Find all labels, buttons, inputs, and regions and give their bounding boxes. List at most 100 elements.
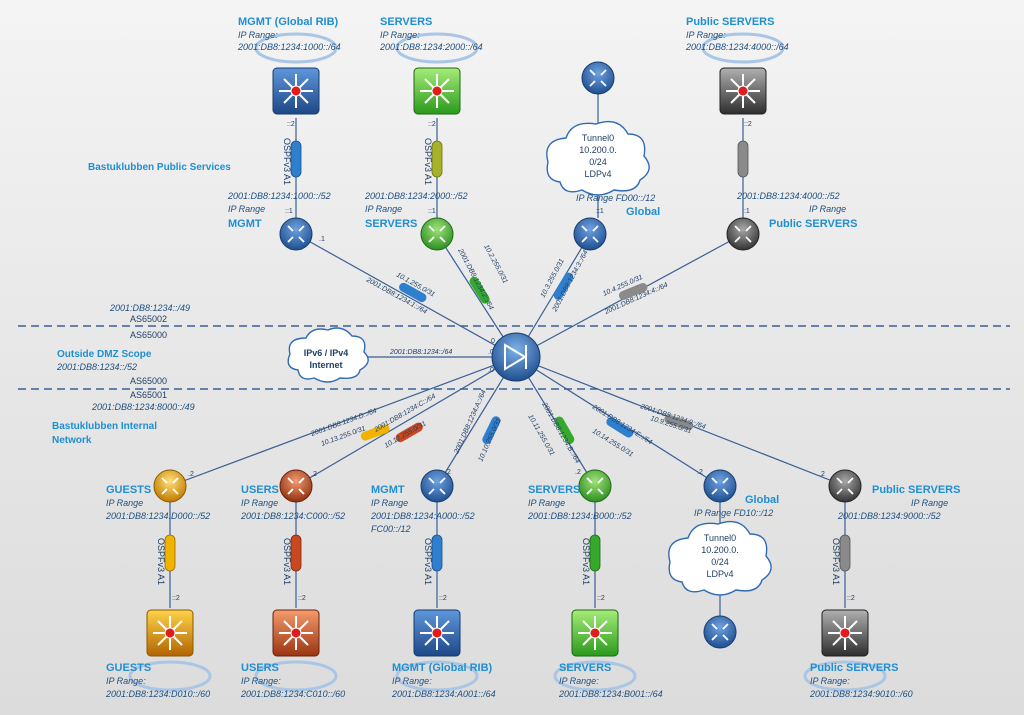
bottom-switch-mgmt-range-label: IP Range: — [392, 676, 432, 686]
top-router-servers-range: 2001:DB8:1234:2000::/52 — [364, 191, 468, 201]
tunnel-bottom-line2: 10.200.0. — [701, 545, 739, 555]
bottom-switch-mgmt-title: MGMT (Global RIB) — [392, 662, 493, 674]
bottom-switch-public-servers[interactable] — [803, 609, 887, 692]
top-switch-servers[interactable] — [395, 32, 479, 115]
bottom-switch-users-range: 2001:DB8:1234:C010::/60 — [240, 689, 345, 699]
bottom-router-guests-range-label: IP Range — [106, 498, 143, 508]
top-router-public-servers[interactable] — [726, 217, 760, 251]
bottom-switch-public-range-label: IP Range: — [810, 676, 850, 686]
core-port-top: .0 — [489, 338, 495, 345]
bottom-router-global-name: Global — [745, 494, 779, 506]
top-router-global-range-label: IP Range FD00::/12 — [576, 193, 655, 203]
bottom-router-mgmt-port-a: .2 — [445, 469, 451, 476]
top-router-public-range: 2001:DB8:1234:4000::/52 — [736, 191, 840, 201]
top-router-mgmt-port-a: ::1 — [285, 208, 293, 215]
tunnel-top-line3: 0/24 — [589, 157, 607, 167]
bottom-switch-mgmt-range: 2001:DB8:1234:A001::/64 — [391, 689, 496, 699]
core-router[interactable] — [491, 332, 541, 382]
bottom-switch-public-range: 2001:DB8:1234:9010::/60 — [809, 689, 913, 699]
bottom-router-servers-v6: 2001:DB8:1234:B::/64 — [540, 401, 581, 465]
bottom-router-global[interactable] — [703, 469, 737, 503]
bottom-switch-mgmt-port: ::2 — [439, 595, 447, 602]
bottom-router-servers-name: SERVERS — [528, 484, 580, 496]
bottom-router-public-port-a: .2 — [819, 471, 825, 478]
bottom-router-guests-port-a: .2 — [188, 471, 194, 478]
top-router-mgmt[interactable] — [279, 217, 313, 251]
bottom-router-public-servers[interactable] — [828, 469, 862, 503]
top-switch-public-port: ::2 — [744, 121, 752, 128]
bottom-switch-users-range-label: IP Range: — [241, 676, 281, 686]
tunnel-bottom-line3: 0/24 — [711, 557, 729, 567]
top-switch-servers-ospf: OSPFv3 A1 — [423, 138, 433, 185]
bottom-router-servers[interactable] — [578, 469, 612, 503]
bottom-router-users-v6: 2001:DB8:1234:C::/64 — [373, 393, 437, 434]
bottom-switch-guests-ospf: OSPFv3 A1 — [156, 538, 166, 585]
top-switch-mgmt[interactable] — [254, 32, 338, 115]
bottom-switch-users-port: ::2 — [298, 595, 306, 602]
top-router-mgmt-name: MGMT — [228, 218, 262, 230]
top-router-servers-port-a: ::1 — [428, 208, 436, 215]
top-switch-public-servers[interactable] — [701, 32, 785, 115]
bottom-router-users-range: 2001:DB8:1234:C000::/52 — [240, 511, 345, 521]
top-switch-servers-range: 2001:DB8:1234:2000::/64 — [379, 42, 483, 52]
top-router-public-name: Public SERVERS — [769, 218, 857, 230]
bottom-router-mgmt-range-label: IP Range — [371, 498, 408, 508]
top-switch-mgmt-port: ::2 — [287, 121, 295, 128]
top-router-global-port-a: ::1 — [596, 208, 604, 215]
bottom-switch-users[interactable] — [254, 609, 338, 692]
top-router-public-port-a: ::1 — [742, 208, 750, 215]
bottom-router-guests[interactable] — [153, 469, 187, 503]
bottom-router-mgmt[interactable] — [420, 469, 454, 503]
internal-prefix: 2001:DB8:1234:8000::/49 — [91, 402, 195, 412]
internal-title-1: Bastuklubben Internal — [52, 421, 157, 432]
public-services-title-1: Bastuklubben Public Services — [88, 162, 231, 173]
bottom-switch-guests-title: GUESTS — [106, 662, 151, 674]
remote-router-bottom[interactable] — [703, 615, 737, 649]
bottom-switch-servers-port: ::2 — [597, 595, 605, 602]
top-router-mgmt-range-label: IP Range — [228, 204, 265, 214]
tunnel-top-line4: LDPv4 — [584, 169, 611, 179]
top-router-mgmt-port-b: .1 — [319, 236, 325, 243]
internet-port: .0 — [488, 349, 494, 356]
bottom-router-guests-name: GUESTS — [106, 484, 151, 496]
bottom-router-guests-range: 2001:DB8:1234:D000::/52 — [105, 511, 210, 521]
bottom-router-users-name: USERS — [241, 484, 279, 496]
bottom-switch-public-port: ::2 — [847, 595, 855, 602]
vlan-tags — [164, 140, 851, 572]
dmz-title: Outside DMZ Scope — [57, 349, 152, 360]
top-switch-public-title: Public SERVERS — [686, 16, 774, 28]
bottom-router-users[interactable] — [279, 469, 313, 503]
top-router-servers-v4: 10.2.255.0/31 — [482, 244, 508, 285]
bottom-switch-servers-ospf: OSPFv3 A1 — [581, 538, 591, 585]
top-router-global[interactable] — [573, 217, 607, 251]
core-port-bottom: .0 — [488, 367, 494, 374]
bottom-router-mgmt-range: 2001:DB8:1234:A000::/52 — [370, 511, 475, 521]
bottom-router-mgmt-v6: 2001:DB8:1234:A::/64 — [453, 389, 488, 456]
as-top: AS65002 — [130, 314, 167, 324]
bottom-router-public-range: 2001:DB8:1234:9000::/52 — [837, 511, 941, 521]
tunnel-cloud-top[interactable]: Tunnel0 10.200.0. 0/24 LDPv4 — [546, 120, 650, 196]
remote-router-top[interactable] — [581, 61, 615, 95]
bottom-switch-servers[interactable] — [553, 609, 637, 692]
bottom-switch-users-title: USERS — [241, 662, 279, 674]
top-router-mgmt-range: 2001:DB8:1234:1000::/52 — [227, 191, 331, 201]
top-switch-public-range-label: IP Range: — [686, 30, 726, 40]
bottom-switch-mgmt[interactable] — [395, 609, 479, 692]
top-router-servers-range-label: IP Range — [365, 204, 402, 214]
bottom-router-users-port-a: .2 — [311, 471, 317, 478]
bottom-router-servers-port-a: .2 — [575, 469, 581, 476]
top-switch-servers-port: ::2 — [428, 121, 436, 128]
tunnel-cloud-bottom[interactable]: Tunnel0 10.200.0. 0/24 LDPv4 — [668, 520, 772, 596]
as-bottom: AS65001 — [130, 390, 167, 400]
bottom-switch-guests[interactable] — [128, 609, 212, 692]
top-router-servers[interactable] — [420, 217, 454, 251]
top-switch-mgmt-range: 2001:DB8:1234:1000::/64 — [237, 42, 341, 52]
internet-cloud-line1: IPv6 / IPv4 — [304, 348, 349, 358]
top-router-global-name: Global — [626, 206, 660, 218]
internet-cloud[interactable]: IPv6 / IPv4 Internet — [287, 327, 369, 383]
bottom-switch-mgmt-ospf: OSPFv3 A1 — [423, 538, 433, 585]
bottom-switch-servers-range: 2001:DB8:1234:B001::/64 — [558, 689, 663, 699]
bottom-switch-public-ospf: OSPFv3 A1 — [831, 538, 841, 585]
top-switch-servers-range-label: IP Range: — [380, 30, 420, 40]
